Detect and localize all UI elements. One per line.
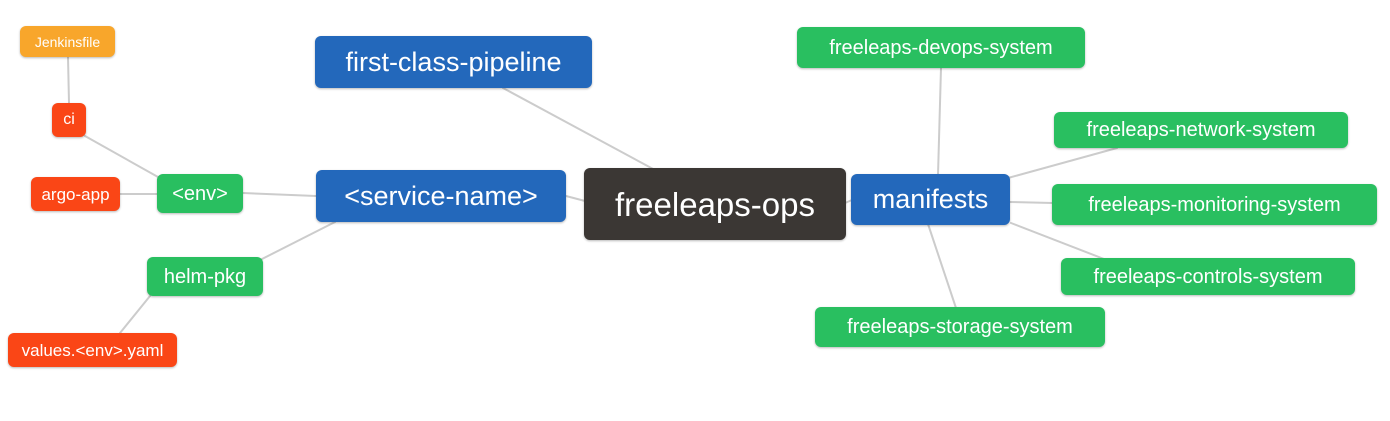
edge-jenkinsfile-ci <box>67 56 70 104</box>
edge-pipeline-freeleaps-ops <box>502 87 656 171</box>
node-freeleaps-devops-system[interactable]: freeleaps-devops-system <box>797 27 1085 68</box>
edge-manifests-storage <box>927 223 957 309</box>
edge-manifests-controls <box>1010 222 1105 260</box>
node-freeleaps-monitoring-system[interactable]: freeleaps-monitoring-system <box>1052 184 1377 225</box>
edge-service-name-freeleaps-ops <box>565 195 586 202</box>
edge-helm-pkg-service-name <box>261 221 336 260</box>
node-freeleaps-network-system[interactable]: freeleaps-network-system <box>1054 112 1348 148</box>
edge-freeleaps-ops-manifests <box>844 199 853 204</box>
edge-values-yaml-helm-pkg <box>119 295 151 334</box>
edge-manifests-network <box>1007 147 1118 179</box>
node-jenkinsfile[interactable]: Jenkinsfile <box>20 26 115 57</box>
node-argo-app[interactable]: argo-app <box>31 177 120 211</box>
node-freeleaps-controls-system[interactable]: freeleaps-controls-system <box>1061 258 1355 295</box>
node-service-name[interactable]: <service-name> <box>316 170 566 222</box>
node-manifests[interactable]: manifests <box>851 174 1010 225</box>
edge-env-service-name <box>242 192 317 197</box>
node-ci[interactable]: ci <box>52 103 86 137</box>
edge-ci-env <box>84 135 159 178</box>
edge-manifests-monitoring <box>1008 201 1054 204</box>
node-freeleaps-storage-system[interactable]: freeleaps-storage-system <box>815 307 1105 347</box>
node-helm-pkg[interactable]: helm-pkg <box>147 257 263 296</box>
node-env[interactable]: <env> <box>157 174 243 213</box>
node-values-env-yaml[interactable]: values.<env>.yaml <box>8 333 177 367</box>
edge-manifests-devops <box>937 67 942 176</box>
node-first-class-pipeline[interactable]: first-class-pipeline <box>315 36 592 88</box>
node-freeleaps-ops[interactable]: freeleaps-ops <box>584 168 846 240</box>
